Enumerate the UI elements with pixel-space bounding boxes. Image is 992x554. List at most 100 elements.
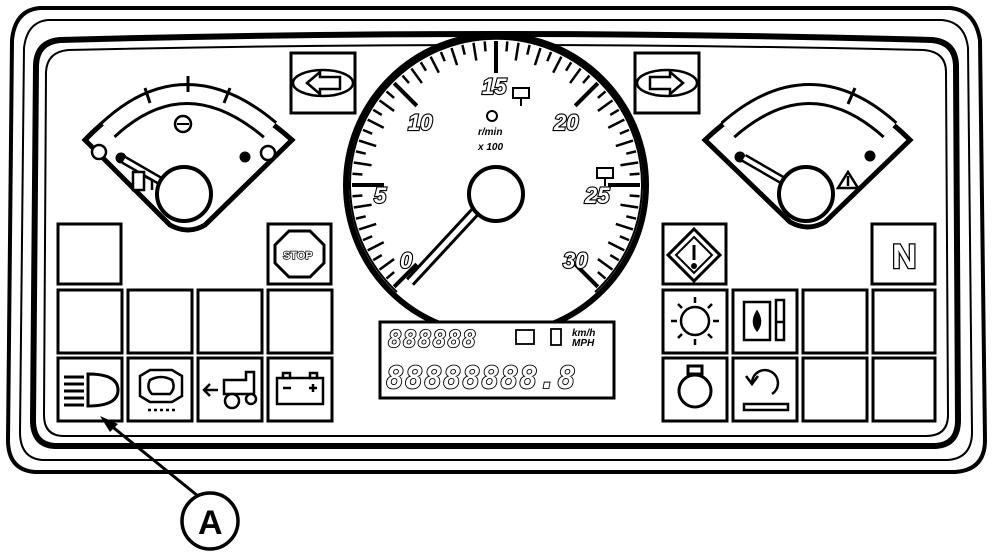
tach-tick bbox=[372, 108, 383, 117]
neutral-indicator: N bbox=[870, 222, 937, 286]
engine-temperature-icon bbox=[835, 169, 861, 190]
air-filter-indicator bbox=[126, 356, 194, 423]
pto-indicator bbox=[731, 356, 799, 423]
tach-tick bbox=[573, 262, 600, 289]
tach-tick bbox=[450, 47, 459, 66]
tach-tick bbox=[392, 262, 419, 289]
neutral-icon: N bbox=[892, 238, 917, 276]
lcd-display: 888888 km/h MPH 88888888.8 bbox=[378, 320, 616, 400]
tachometer-hub bbox=[467, 165, 525, 223]
tach-tick bbox=[552, 56, 563, 74]
engine-temperature-gauge bbox=[701, 83, 914, 230]
tach-tick bbox=[564, 61, 573, 72]
tach-tick bbox=[615, 222, 634, 231]
callout-leader-line bbox=[103, 418, 199, 498]
tach-tick bbox=[353, 203, 372, 209]
fuel-gauge bbox=[81, 76, 296, 233]
fuel-pump-icon bbox=[131, 170, 154, 192]
tach-tick bbox=[355, 215, 366, 220]
tach-tick bbox=[620, 203, 639, 209]
tach-tick bbox=[352, 194, 363, 198]
lcd-bottom-digits: 88888888.8 bbox=[386, 361, 577, 396]
tach-tick bbox=[367, 118, 385, 129]
tach-tick bbox=[609, 253, 620, 262]
stop-sign-icon bbox=[273, 229, 326, 279]
right-arrow-indicator-icon bbox=[633, 51, 701, 115]
tach-tick bbox=[619, 128, 630, 135]
indicator-blank-7 bbox=[871, 288, 937, 355]
tach-unit-line2: x 100 bbox=[477, 142, 503, 153]
indicator-blank-8 bbox=[801, 356, 869, 423]
tach-tick bbox=[378, 258, 395, 271]
warning-diamond-icon bbox=[665, 226, 723, 284]
indicator-blank-1 bbox=[56, 222, 123, 286]
tach-tick bbox=[385, 90, 395, 99]
tach-tick bbox=[514, 42, 520, 61]
engine-oil-icon bbox=[677, 364, 713, 409]
indicator-blank-2 bbox=[56, 288, 124, 355]
tach-tick bbox=[353, 161, 372, 167]
tach-tick bbox=[597, 90, 607, 99]
callout-a: A bbox=[100, 416, 240, 551]
tach-tick bbox=[526, 44, 531, 55]
tach-tick bbox=[358, 139, 377, 148]
warning-indicator bbox=[661, 222, 728, 286]
tach-tick bbox=[472, 42, 478, 61]
trailer-indicator bbox=[196, 356, 264, 423]
tach-tick bbox=[372, 253, 383, 262]
tach-tick bbox=[352, 172, 363, 176]
economy-pto-marker-icon bbox=[512, 87, 530, 106]
indicator-blank-9 bbox=[871, 356, 937, 423]
tach-label-5: 5 bbox=[374, 183, 387, 208]
tach-tick bbox=[607, 118, 625, 129]
high-beam-indicator bbox=[56, 356, 124, 423]
tach-tick bbox=[505, 41, 509, 52]
indicator-blank-4 bbox=[196, 288, 264, 355]
tach-tick bbox=[358, 222, 377, 231]
tach-tick bbox=[626, 215, 637, 220]
tach-tick bbox=[597, 258, 614, 271]
tachometer-unit-icon bbox=[486, 110, 498, 122]
tach-tick bbox=[597, 271, 607, 280]
tach-tick bbox=[429, 56, 440, 74]
tach-label-30: 30 bbox=[563, 248, 588, 273]
right-indicator-panel: N bbox=[661, 222, 937, 423]
tach-tick bbox=[367, 241, 385, 252]
tach-tick bbox=[629, 194, 640, 198]
lcd-hourglass-icon bbox=[550, 328, 562, 346]
tachometer-scale bbox=[352, 41, 640, 289]
tach-tick bbox=[385, 271, 395, 280]
engine-oil-indicator bbox=[661, 356, 729, 423]
tach-tick bbox=[410, 67, 423, 84]
tach-tick bbox=[615, 139, 634, 148]
lcd-units-line2: MPH bbox=[572, 338, 595, 349]
callout-arrowhead bbox=[100, 416, 118, 432]
tach-tick bbox=[626, 150, 637, 155]
tach-tick bbox=[582, 74, 591, 84]
tach-tick bbox=[546, 51, 553, 62]
tach-tick bbox=[573, 81, 600, 108]
tach-tick bbox=[533, 47, 542, 66]
tach-tick bbox=[392, 81, 419, 108]
air-filter-icon bbox=[138, 368, 184, 412]
pto-speed-marker-icon bbox=[596, 167, 614, 186]
tach-tick bbox=[378, 99, 395, 112]
hydraulic-oil-indicator bbox=[731, 288, 799, 355]
tach-label-10: 10 bbox=[408, 110, 433, 135]
tach-tick bbox=[597, 99, 614, 112]
tach-tick bbox=[629, 172, 640, 176]
glow-plug-icon bbox=[671, 297, 719, 345]
indicator-blank-6 bbox=[801, 288, 869, 355]
tach-unit-line1: r/min bbox=[478, 127, 502, 138]
pto-icon bbox=[742, 368, 790, 412]
stop-label: STOP bbox=[283, 250, 313, 262]
hydraulic-oil-icon bbox=[742, 298, 786, 342]
tach-tick bbox=[619, 235, 630, 242]
lcd-engine-icon bbox=[515, 329, 535, 345]
high-beam-headlight-icon bbox=[64, 372, 120, 408]
tachometer: 0 5 10 15 20 25 30 r/min x 100 bbox=[343, 32, 649, 338]
tach-label-0: 0 bbox=[400, 248, 413, 273]
tach-tick bbox=[419, 61, 428, 72]
tach-label-15: 15 bbox=[482, 74, 507, 99]
